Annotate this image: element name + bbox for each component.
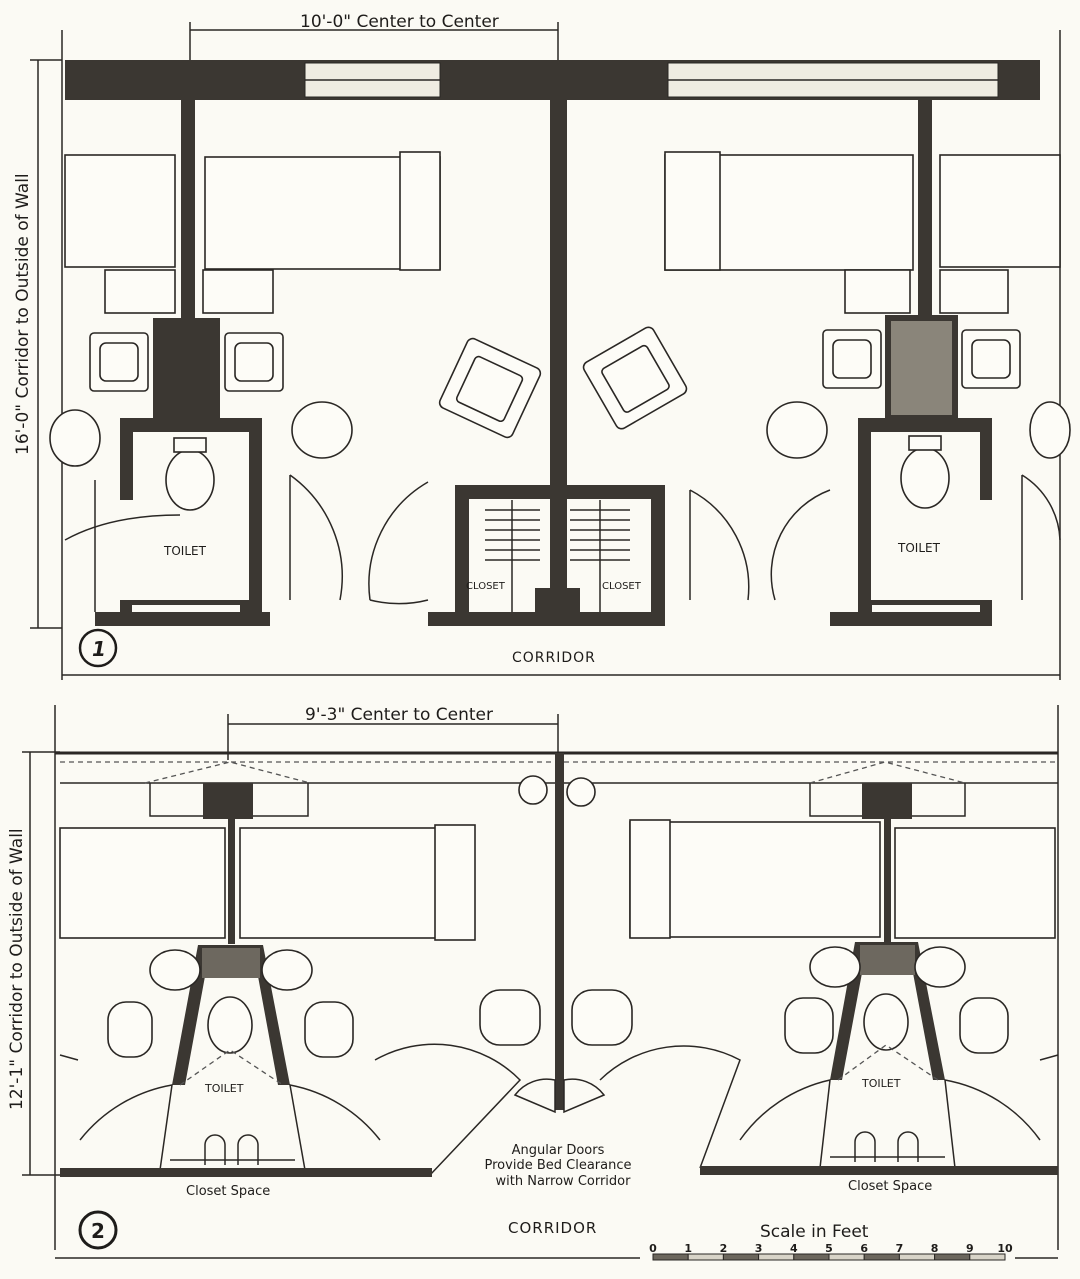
scale-tick-label: 4 [790, 1242, 798, 1255]
bed [939, 154, 1061, 268]
plan1-toilet-right-label: TOILET [897, 541, 941, 555]
sink [224, 332, 284, 392]
scale-segment [652, 1253, 689, 1261]
nightstand [939, 269, 1009, 314]
closet-rods [170, 1131, 945, 1165]
nightstand [104, 269, 176, 314]
stool [1029, 401, 1071, 459]
partition-wall [228, 819, 235, 944]
svg-text:Provide Bed Clearance: Provide Bed Clearance [485, 1158, 632, 1173]
scale-tick-label: 9 [966, 1242, 974, 1255]
chair [304, 1001, 354, 1058]
plan1-number: 1 [92, 637, 106, 661]
scale-segment [863, 1253, 900, 1261]
bed [629, 821, 881, 938]
plant [518, 775, 548, 805]
scale-segment [898, 1253, 936, 1261]
bed [64, 154, 176, 268]
scale-tick-label: 6 [860, 1242, 868, 1255]
bed [894, 827, 1056, 939]
bed [239, 827, 471, 939]
stool [291, 401, 353, 459]
svg-text:Angular Doors: Angular Doors [512, 1143, 605, 1158]
partition-wall [884, 819, 891, 944]
plan2-depth-dimension: 12'-1" Corridor to Outside of Wall [7, 828, 27, 1110]
scale-segment [934, 1253, 971, 1261]
plan1-toilet-left-label: TOILET [163, 544, 207, 558]
plan-2: 9'-3" Center to Center 12'-1" Corridor t… [7, 705, 1059, 1259]
scale-tick-label: 8 [931, 1242, 939, 1255]
stool [49, 409, 101, 467]
scale-segment [969, 1253, 1006, 1261]
armchair [582, 326, 688, 430]
plan2-closet-left-label: Closet Space [186, 1184, 270, 1199]
toilet-fixture [900, 447, 950, 509]
toilet-enclosure-right [809, 942, 966, 1081]
sink [961, 329, 1021, 389]
armchair [438, 337, 542, 439]
scale-tick-label: 5 [825, 1242, 833, 1255]
svg-text:with Narrow Corridor: with Narrow Corridor [496, 1174, 632, 1189]
plan2-toilet-left-label: TOILET [204, 1082, 244, 1095]
toilet-enclosure-left [149, 945, 313, 1086]
scale-bar: Scale in Feet 0 1 2 3 4 5 6 7 8 9 10 [649, 1222, 1013, 1261]
plan-number-badge [78, 1210, 118, 1250]
scale-tick-label: 7 [896, 1242, 904, 1255]
plant [566, 777, 596, 807]
chair [959, 997, 1009, 1054]
scale-segment [687, 1253, 724, 1261]
chair [784, 997, 834, 1054]
nightstand [844, 269, 911, 314]
toilet-tank [173, 437, 207, 453]
chair [107, 1001, 153, 1058]
partition-wall [555, 753, 564, 1110]
scale-segment [758, 1253, 795, 1261]
stool [766, 401, 828, 459]
pillow [399, 151, 441, 271]
pillow [629, 819, 671, 939]
plan1-depth-dimension: 16'-0" Corridor to Outside of Wall [13, 173, 33, 455]
pillow [434, 824, 476, 941]
partition-wall [918, 100, 932, 318]
partition-wall [181, 100, 195, 318]
plan-1: 10'-0" Center to Center 16'-0" Corridor … [13, 12, 1071, 680]
plan-number-badge [78, 628, 118, 668]
sink [822, 329, 882, 389]
scale-tick-label: 10 [997, 1242, 1013, 1255]
plan2-toilet-right-label: TOILET [861, 1077, 901, 1090]
plan2-closet-right-label: Closet Space [848, 1179, 932, 1194]
pillow [664, 151, 721, 271]
angular-doors-note: Angular Doors Provide Bed Clearance with… [485, 1143, 632, 1189]
door-swings [59, 1043, 1059, 1176]
door-swings [64, 474, 1061, 612]
plan1-closet-left-label: CLOSET [466, 581, 506, 592]
plan1-closet-right-label: CLOSET [602, 581, 642, 592]
plan1-width-dimension: 10'-0" Center to Center [300, 12, 499, 32]
plan2-number: 2 [91, 1219, 105, 1243]
closet-shelves [485, 500, 630, 612]
chair [479, 989, 541, 1046]
bed [59, 827, 226, 939]
pipe-chase [862, 783, 912, 819]
chair [571, 989, 633, 1046]
pipe-chase [153, 318, 220, 418]
scale-segment [793, 1253, 830, 1261]
nightstand [202, 269, 274, 314]
plan1-corridor-label: CORRIDOR [512, 650, 596, 666]
scale-segment [722, 1253, 760, 1261]
pipe-chase [203, 783, 253, 819]
scale-title: Scale in Feet [760, 1222, 869, 1242]
scale-tick-label: 3 [755, 1242, 763, 1255]
plan2-width-dimension: 9'-3" Center to Center [305, 705, 493, 725]
plan2-corridor-label: CORRIDOR [508, 1219, 597, 1237]
sink [89, 332, 149, 392]
scale-tick-label: 0 [649, 1242, 657, 1255]
toilet-fixture [165, 449, 215, 511]
scale-segment [828, 1253, 865, 1261]
scale-tick-label: 1 [684, 1242, 692, 1255]
pipe-chase [885, 315, 958, 421]
partition-wall [550, 100, 567, 600]
scale-tick-label: 2 [720, 1242, 728, 1255]
